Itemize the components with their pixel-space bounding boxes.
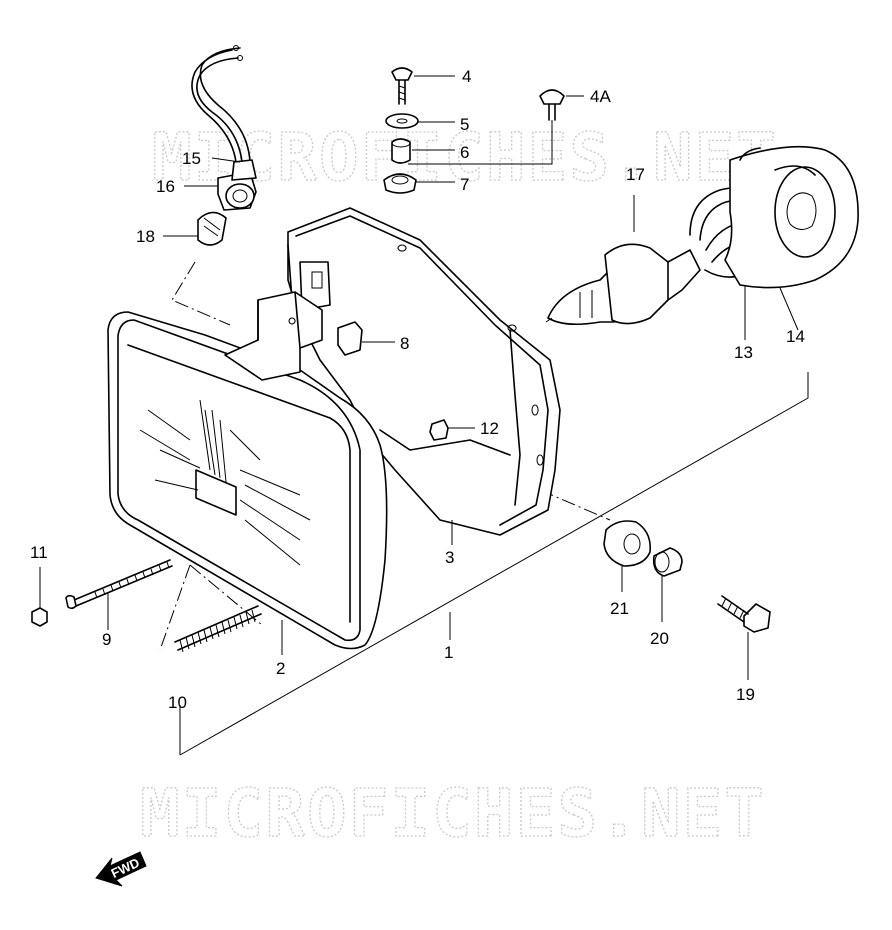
housing-case — [287, 207, 561, 536]
clip-12 — [429, 419, 449, 441]
callout-5: 5 — [460, 115, 469, 134]
callout-13: 13 — [734, 343, 753, 362]
headlight-bulb-17 — [545, 243, 701, 326]
callout-12: 12 — [480, 419, 499, 438]
callout-18: 18 — [136, 227, 155, 246]
watermark-top: MICROFICHES.NET — [152, 119, 778, 196]
leader-4a-path — [408, 120, 553, 165]
callout-8: 8 — [400, 334, 409, 353]
headlight-lens-unit — [107, 291, 388, 650]
nut-11 — [31, 607, 48, 627]
callout-14: 14 — [786, 327, 805, 346]
callout-11: 11 — [30, 543, 48, 562]
nut-clip-8 — [337, 321, 363, 356]
bulb-18 — [197, 211, 227, 246]
assembly-bracket-line — [179, 372, 809, 756]
bolt-19 — [717, 595, 771, 633]
callout-19: 19 — [736, 685, 755, 704]
screw-4a — [539, 89, 565, 121]
callout-20: 20 — [650, 629, 669, 648]
callout-7: 7 — [460, 175, 469, 194]
adjusting-spring — [174, 605, 262, 653]
callout-3: 3 — [445, 548, 454, 567]
adjusting-screw — [65, 559, 173, 610]
callout-4a: 4A — [590, 87, 611, 106]
collar-20 — [652, 547, 683, 577]
leader-lines — [39, 75, 799, 680]
callout-17: 17 — [626, 165, 645, 184]
callout-1: 1 — [444, 643, 453, 662]
callout-16: 16 — [156, 177, 175, 196]
centerline-adjust — [159, 564, 263, 651]
collar-6 — [391, 138, 411, 164]
grommet-21 — [603, 520, 652, 567]
wire-harness-15 — [191, 45, 251, 163]
callout-2: 2 — [276, 659, 285, 678]
callout-15: 15 — [182, 149, 201, 168]
socket-16 — [217, 159, 257, 211]
forward-arrow: FWD — [95, 851, 147, 887]
callout-4: 4 — [462, 67, 471, 86]
washer-5 — [385, 113, 419, 129]
grommet-7 — [383, 173, 417, 194]
dust-cover-14 — [724, 145, 859, 289]
callout-6: 6 — [460, 143, 469, 162]
centerline-bulb18 — [171, 261, 231, 326]
callout-9: 9 — [102, 630, 111, 649]
centerline-21 — [539, 489, 611, 521]
callout-21: 21 — [610, 599, 629, 618]
screw-4 — [391, 67, 413, 105]
watermark-bottom: MICROFICHES.NET — [140, 775, 766, 852]
callout-10: 10 — [168, 693, 187, 712]
fwd-label: FWD — [109, 855, 142, 881]
